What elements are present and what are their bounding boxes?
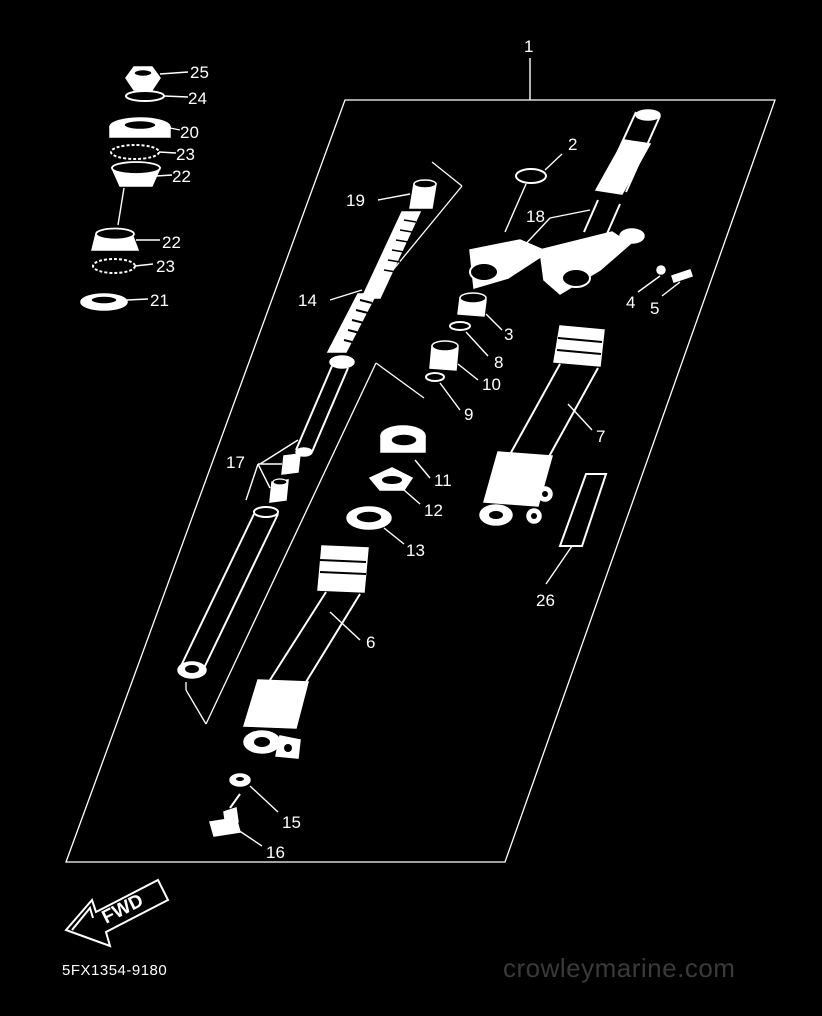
part-7-outer-tube-right [479, 325, 605, 526]
part-3-bushing [457, 292, 487, 317]
callout-7: 7 [596, 427, 605, 446]
part-26-label-sticker [558, 473, 608, 547]
callout-13: 13 [406, 541, 425, 560]
part-22-bearing-race-lower [91, 227, 140, 251]
callout-numbers: 1 2 3 4 5 6 7 8 9 10 11 12 13 14 15 16 1… [150, 37, 659, 862]
callout-3: 3 [504, 325, 513, 344]
part-spacer [360, 211, 422, 299]
callout-26: 26 [536, 591, 555, 610]
part-21-dust-seal [80, 293, 128, 311]
callout-10: 10 [482, 375, 501, 394]
right-inner-tube [583, 109, 661, 237]
callout-8: 8 [494, 353, 503, 372]
part-19-cap-bolt [409, 179, 437, 209]
callout-16: 16 [266, 843, 285, 862]
part-2-circlip [515, 168, 547, 184]
callout-1: 1 [524, 37, 533, 56]
part-13-seal-ring [346, 506, 392, 530]
part-9-ring [425, 372, 445, 382]
damper-rod [295, 355, 355, 457]
callout-22-lower: 22 [162, 233, 181, 252]
callout-19: 19 [346, 191, 365, 210]
assembly-boundary [65, 99, 776, 863]
part-22-bearing-race-upper [110, 161, 162, 187]
callout-22-upper: 22 [172, 167, 191, 186]
part-17-rod-components [269, 453, 301, 503]
part-14-fork-spring [326, 293, 378, 353]
drawing-code: 5FX1354-9180 [62, 962, 168, 979]
callout-17: 17 [226, 453, 245, 472]
part-18-fork-bracket [469, 228, 645, 295]
part-4-washer [656, 265, 666, 275]
callout-5: 5 [650, 299, 659, 318]
callout-6: 6 [366, 633, 375, 652]
part-16-bolt [209, 793, 241, 837]
fwd-direction-arrow: FWD [64, 878, 170, 948]
callout-25: 25 [190, 63, 209, 82]
steering-head-parts [80, 66, 171, 311]
callout-2: 2 [568, 135, 577, 154]
part-12-clip [368, 467, 414, 491]
callout-23-lower: 23 [156, 257, 175, 276]
part-5-bolt [671, 269, 693, 283]
part-15-washer [229, 773, 251, 787]
callout-21: 21 [150, 291, 169, 310]
part-20-bearing-cover [109, 117, 171, 138]
callout-18: 18 [526, 207, 545, 226]
right-fork-group [425, 109, 693, 585]
part-8-o-ring [449, 321, 471, 331]
left-inner-tube [177, 506, 279, 679]
part-23-ball-bearing-lower [92, 258, 136, 274]
part-25-ring-nut [125, 66, 161, 91]
part-23-ball-bearing-upper [110, 144, 160, 160]
callout-9: 9 [464, 405, 473, 424]
callout-23-upper: 23 [176, 145, 195, 164]
part-10-slide-bushing [429, 340, 459, 371]
part-11-oil-seal [380, 425, 426, 453]
callout-15: 15 [282, 813, 301, 832]
watermark: crowleymarine.com [503, 953, 736, 983]
callout-20: 20 [180, 123, 199, 142]
part-24-washer [125, 90, 165, 102]
callout-14: 14 [298, 291, 317, 310]
part-6-outer-tube-left [242, 545, 369, 759]
callout-11: 11 [434, 471, 452, 490]
left-inner-tube-group [177, 161, 463, 725]
callout-4: 4 [626, 293, 635, 312]
callout-12: 12 [424, 501, 443, 520]
callout-24: 24 [188, 89, 207, 108]
